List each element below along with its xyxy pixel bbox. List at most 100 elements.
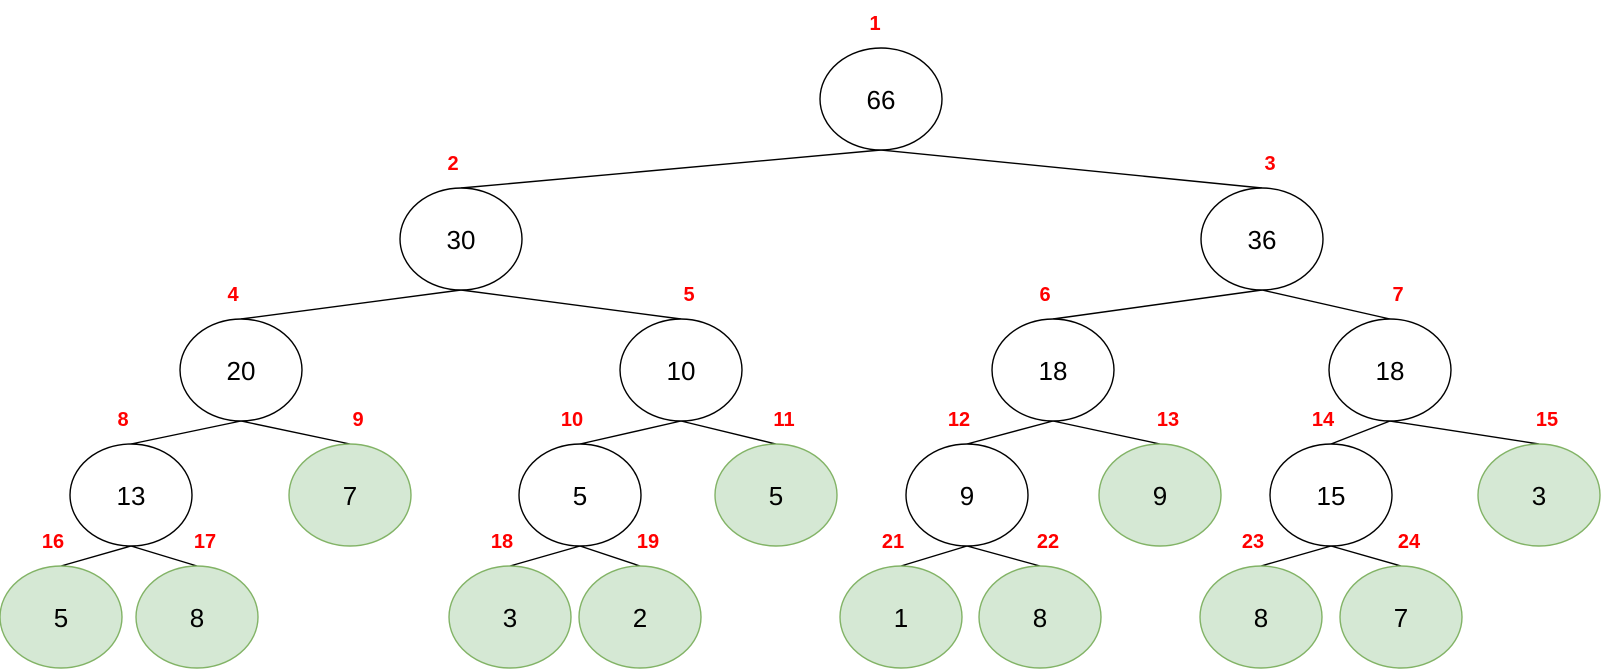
tree-node: 8 17 xyxy=(135,531,259,669)
tree-edge xyxy=(460,289,682,320)
highlighted-node-ellipse xyxy=(978,565,1102,669)
node-value: 5 xyxy=(54,603,68,633)
node-value: 18 xyxy=(1039,356,1068,386)
node-index-label: 22 xyxy=(1037,531,1059,553)
tree-node: 9 12 xyxy=(905,409,1029,547)
node-value: 18 xyxy=(1376,356,1405,386)
node-index-label: 8 xyxy=(117,409,128,431)
tree-node: 20 4 xyxy=(179,284,303,422)
node-value: 7 xyxy=(343,481,357,511)
node-value: 20 xyxy=(227,356,256,386)
tree-node: 3 15 xyxy=(1477,409,1601,547)
tree-edge xyxy=(680,420,777,445)
node-index-label: 3 xyxy=(1264,153,1275,175)
node-value: 5 xyxy=(573,481,587,511)
tree-edge xyxy=(900,545,968,567)
tree-edge xyxy=(1330,420,1391,445)
highlighted-node-ellipse xyxy=(0,565,123,669)
tree-edge xyxy=(240,420,351,445)
node-value: 3 xyxy=(1532,481,1546,511)
tree-node: 30 2 xyxy=(399,153,523,291)
node-index-label: 17 xyxy=(194,531,216,553)
node-index-label: 9 xyxy=(352,409,363,431)
highlighted-node-ellipse xyxy=(1339,565,1463,669)
tree-node: 5 10 xyxy=(518,409,642,547)
node-index-label: 6 xyxy=(1039,284,1050,306)
node-value: 9 xyxy=(960,481,974,511)
node-index-label: 7 xyxy=(1392,284,1403,306)
node-value: 10 xyxy=(667,356,696,386)
node-index-label: 11 xyxy=(773,409,794,431)
node-ellipse xyxy=(1200,187,1324,291)
tree-edge xyxy=(579,420,682,445)
node-index-label: 1 xyxy=(869,13,880,35)
node-value: 1 xyxy=(894,603,908,633)
node-index-label: 19 xyxy=(637,531,659,553)
tree-edge xyxy=(1052,289,1263,320)
highlighted-node-ellipse xyxy=(135,565,259,669)
tree-node: 79 xyxy=(288,409,412,547)
tree-node: 36 3 xyxy=(1200,153,1324,291)
node-value: 30 xyxy=(447,225,476,255)
node-index-label: 16 xyxy=(42,531,64,553)
node-index-label: 4 xyxy=(227,284,239,306)
node-index-label: 13 xyxy=(1157,409,1179,431)
node-value: 5 xyxy=(769,481,783,511)
tree-node: 1 21 xyxy=(839,531,963,669)
tree-node: 724 xyxy=(1339,531,1463,669)
tree-node: 913 xyxy=(1098,409,1222,547)
node-value: 8 xyxy=(1033,603,1047,633)
highlighted-node-ellipse xyxy=(288,443,412,547)
highlighted-node-ellipse xyxy=(714,443,838,547)
highlighted-node-ellipse xyxy=(1199,565,1323,669)
node-index-label: 18 xyxy=(491,531,513,553)
node-ellipse xyxy=(69,443,193,547)
tree-edge xyxy=(966,420,1054,445)
node-index-label: 21 xyxy=(882,531,904,553)
node-index-label: 23 xyxy=(1242,531,1264,553)
node-value: 8 xyxy=(1254,603,1268,633)
node-ellipse xyxy=(819,47,943,151)
node-index-label: 14 xyxy=(1312,409,1335,431)
highlighted-node-ellipse xyxy=(1477,443,1601,547)
tree-edge xyxy=(1260,545,1332,567)
tree-node: 2 19 xyxy=(578,531,702,669)
tree-edge xyxy=(880,149,1263,189)
node-index-label: 12 xyxy=(948,409,970,431)
node-index-label: 2 xyxy=(447,153,458,175)
node-value: 13 xyxy=(117,481,146,511)
tree-node: 13 8 xyxy=(69,409,193,547)
node-ellipse xyxy=(179,318,303,422)
tree-edge xyxy=(1052,420,1161,445)
node-ellipse xyxy=(518,443,642,547)
tree-edge xyxy=(130,420,242,445)
tree-edge xyxy=(1389,420,1540,445)
tree-node: 8 22 xyxy=(978,531,1102,669)
node-value: 3 xyxy=(503,603,517,633)
tree-edges xyxy=(60,149,1540,567)
node-value: 66 xyxy=(867,85,896,115)
tree-edge xyxy=(460,149,882,189)
node-ellipse xyxy=(1269,443,1393,547)
tree-node: 8 23 xyxy=(1199,531,1323,669)
tree-edge xyxy=(1330,545,1402,567)
node-value: 2 xyxy=(633,603,647,633)
tree-edge xyxy=(579,545,641,567)
node-index-label: 10 xyxy=(561,409,583,431)
tree-edge xyxy=(130,545,198,567)
tree-node: 10 5 xyxy=(619,284,743,422)
node-index-label: 15 xyxy=(1536,409,1558,431)
tree-node: 5 11 xyxy=(714,409,838,547)
tree-node: 18 6 xyxy=(991,284,1115,422)
node-ellipse xyxy=(1328,318,1452,422)
highlighted-node-ellipse xyxy=(448,565,572,669)
node-index-label: 5 xyxy=(683,284,694,306)
node-value: 36 xyxy=(1248,225,1277,255)
node-value: 8 xyxy=(190,603,204,633)
node-ellipse xyxy=(991,318,1115,422)
tree-node: 66 1 xyxy=(819,13,943,151)
tree-edge xyxy=(966,545,1041,567)
